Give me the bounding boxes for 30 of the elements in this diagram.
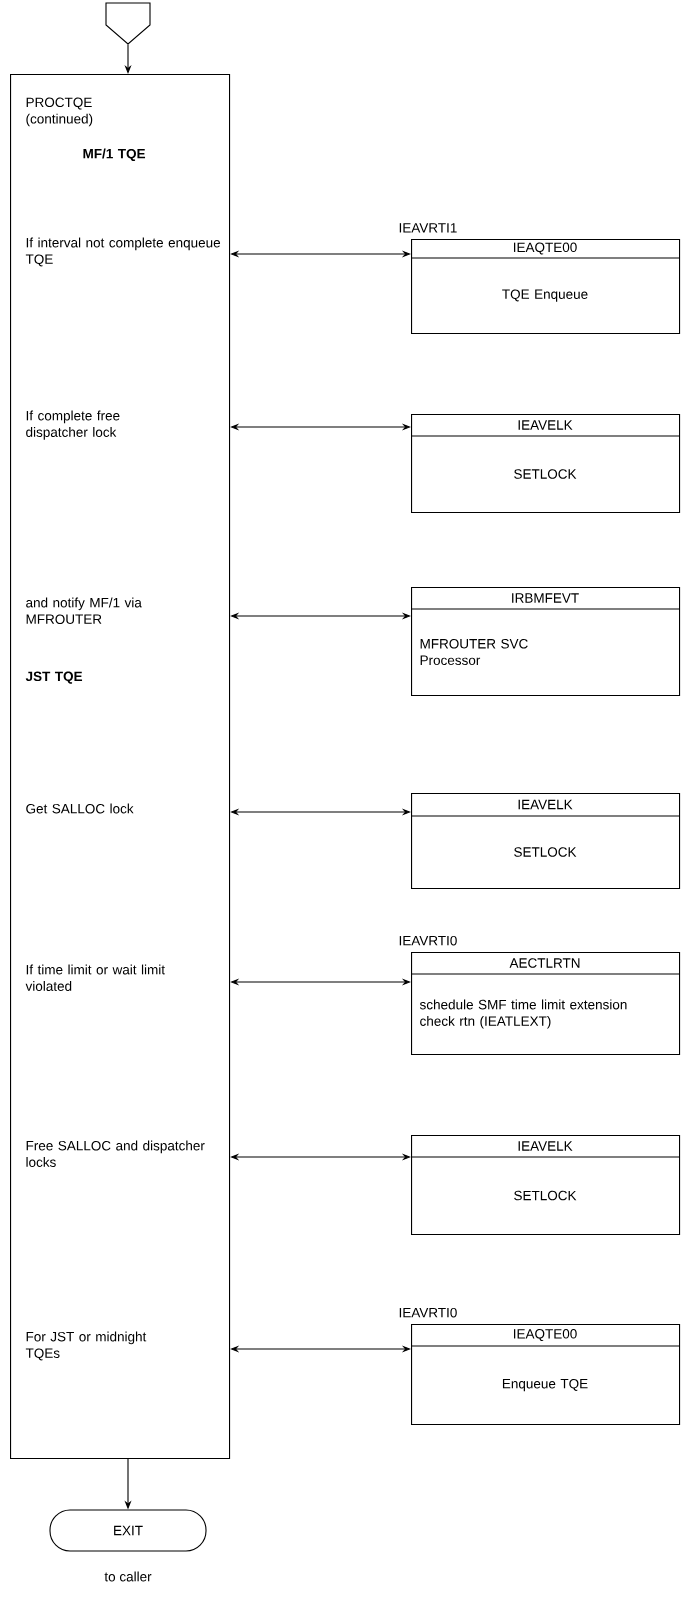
module-name: IEAVELK (518, 420, 573, 430)
module-name: IEAVELK (518, 1141, 573, 1151)
module-name: IRBMFEVT (512, 593, 579, 603)
step-text: PROCTQE (continued) (26, 97, 93, 127)
section-heading: JST TQE (25, 671, 83, 684)
module-description: SETLOCK (514, 469, 577, 479)
module-name: IEAVELK (518, 799, 573, 810)
step-text: If complete free dispatcher lock (26, 410, 120, 440)
section-heading: MF/1 TQE (83, 148, 146, 161)
module-description: SETLOCK (514, 847, 577, 857)
module-description: schedule SMF time limit extension check rtn (IEATLEXT) (419, 999, 627, 1029)
module-name: AECTLRTN (509, 958, 580, 968)
step-text: For JST or midnight TQEs (25, 1331, 147, 1361)
step-text: If time limit or wait limit violated (25, 964, 165, 991)
step-text: If interval not complete enqueue TQE (25, 237, 221, 267)
module-label: IEAVRTI0 (399, 1307, 457, 1318)
module-description: SETLOCK (514, 1190, 577, 1201)
module-description: MFROUTER SVC Processor (420, 639, 528, 666)
step-text: Free SALLOC and dispatcher locks (26, 1140, 205, 1167)
module-label: IEAVRTI1 (399, 223, 457, 233)
module-name: IEAQTE00 (514, 242, 577, 255)
off-page-connector (105, 2, 151, 45)
terminal-note: to caller (104, 1571, 152, 1582)
step-text: Get SALLOC lock (26, 803, 134, 814)
module-name: IEAQTE00 (514, 1329, 577, 1341)
step-text: and notify MF/1 via MFROUTER (26, 597, 142, 624)
module-description: Enqueue TQE (502, 1378, 588, 1392)
module-label: IEAVRTI0 (399, 935, 457, 946)
module-description: TQE Enqueue (502, 289, 588, 302)
terminal: EXIT (49, 1509, 207, 1552)
